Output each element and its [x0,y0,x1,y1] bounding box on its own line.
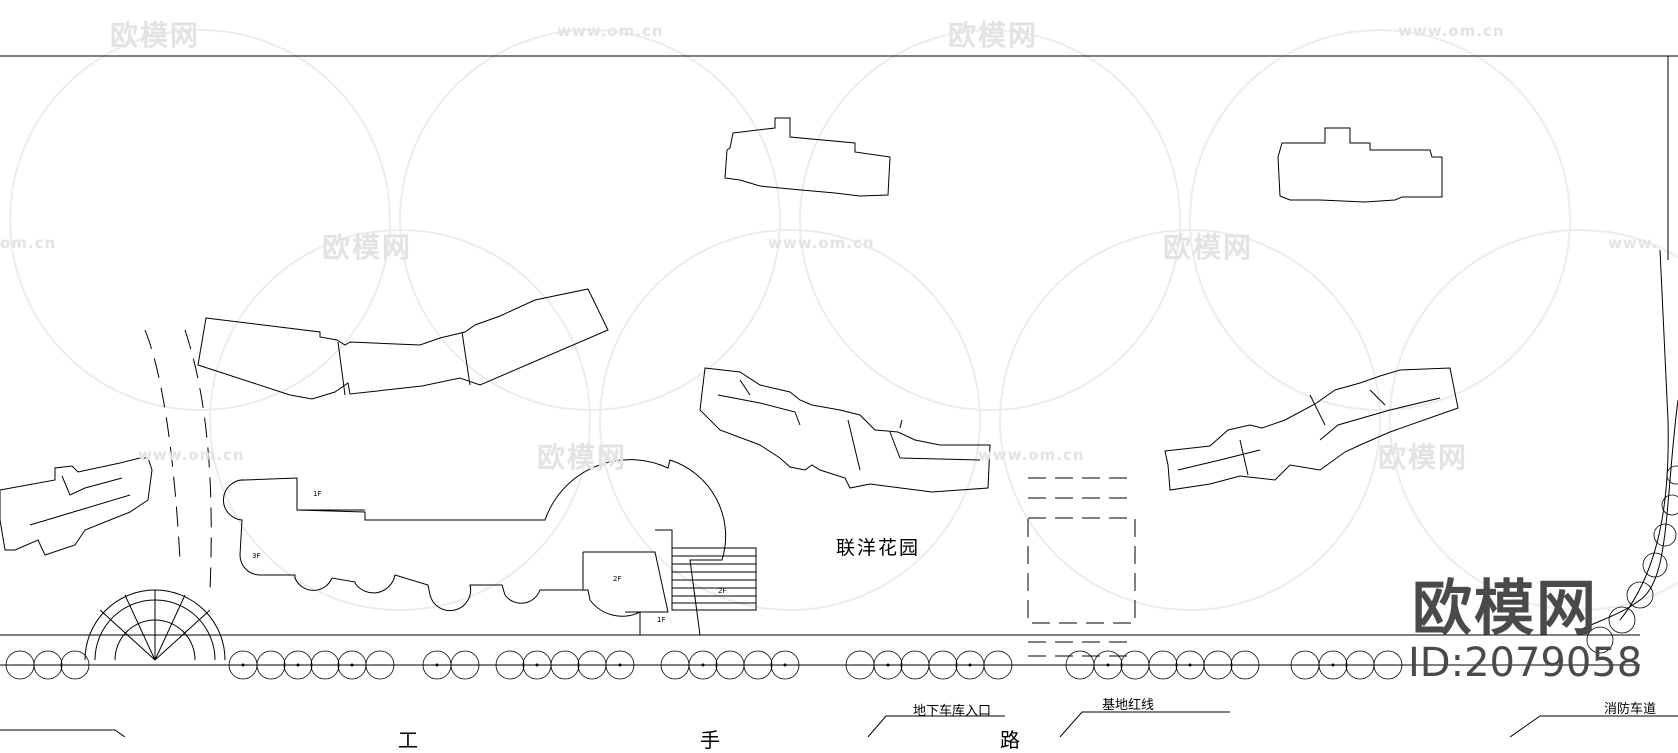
watermark-url: www.om.cn [138,446,245,464]
building-chain-left [197,288,609,400]
watermark-url: www.om.cn [978,446,1085,464]
floor-label-3f: 3F [252,552,261,560]
floor-label-1f: 1F [313,490,322,498]
watermark-url: www.om.cn [768,234,875,252]
plan-lines [0,55,1678,737]
watermark-brand: 欧模网 [1163,231,1254,264]
floor-label-1f: 1F [657,616,666,624]
red-line-label: 基地红线 [1102,698,1155,713]
building-top-right [1277,127,1443,203]
watermark-brand: 欧模网 [322,231,413,264]
watermark-url: www.om.cn [557,22,664,40]
fire-lane-label: 消防车道 [1604,702,1657,717]
tree-row [5,465,1678,680]
building-middle [699,367,991,493]
building-commercial [222,459,727,636]
watermark-url-partial: www. [1608,234,1659,252]
building-left [0,457,153,556]
watermark-brand: 欧模网 [110,19,201,52]
floor-label-2f: 2F [718,587,727,595]
site-plan-drawing: 欧模网 www.om.cn 欧模网 www.om.cn om.cn 欧模网 ww… [0,19,1678,752]
watermark-brand: 欧模网 [948,19,1039,52]
road-label-char: 路 [1000,728,1020,752]
floor-label-2f: 2F [613,575,622,583]
watermark-brand: 欧模网 [1378,441,1469,474]
watermark-circles [9,29,1678,611]
underground-garage-label: 地下车库入口 [913,704,992,719]
building-top-center [724,117,891,197]
garden-name-label: 联洋花园 [836,537,921,559]
road-label-char: 手 [700,728,720,752]
watermark-url: www.om.cn [1398,22,1505,40]
asset-id-label: ID:2079058 [1408,640,1643,686]
watermark-brand: 欧模网 [537,441,628,474]
brand-watermark-large: 欧模网 [1412,574,1598,644]
road-label-char: 工 [398,728,418,752]
garage-dashed-outline [1027,477,1136,657]
watermark-url-partial: om.cn [0,234,57,252]
building-right [1164,367,1459,491]
